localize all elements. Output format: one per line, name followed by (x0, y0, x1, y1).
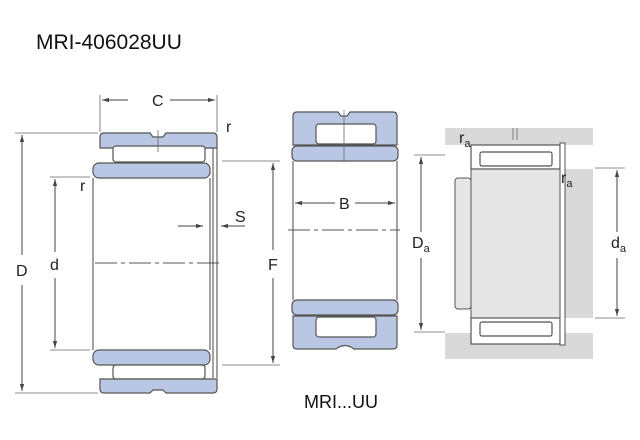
roller-top (479, 151, 553, 167)
dim-r-outer-label: r (226, 119, 232, 136)
dim-da-main: d (611, 235, 620, 252)
dim-C-label: C (152, 93, 164, 110)
middle-section-view: B (288, 110, 400, 350)
dim-F-label: F (268, 257, 278, 274)
dim-d-label: d (50, 257, 59, 274)
inner-ring-bottom (291, 299, 399, 316)
inner-ring-top (92, 162, 211, 179)
product-title: MRI-406028UU (36, 31, 182, 54)
inner-ring-bottom (92, 349, 211, 366)
dim-da-subscript: a (620, 243, 627, 255)
dim-da-label: da (611, 235, 627, 255)
dim-r-inner-label: r (80, 178, 86, 195)
outer-ring-bottom (99, 378, 218, 394)
series-caption: MRI...UU (304, 392, 378, 412)
roller-bottom (112, 364, 206, 380)
dim-ra-shaft-label: ra (561, 170, 573, 190)
dim-ra-shaft-subscript: a (566, 178, 573, 190)
dim-ra-housing-label: ra (459, 130, 471, 150)
dim-D-label: D (16, 263, 28, 280)
dim-ra-shaft-main: r (561, 170, 567, 187)
dim-ra-housing-main: r (459, 130, 465, 147)
roller-top (112, 145, 206, 163)
roller-bottom (315, 316, 377, 338)
shaft-shoulder (454, 177, 472, 310)
retaining-washer (559, 142, 566, 346)
roller-bottom (479, 321, 553, 337)
dim-B-label: B (339, 196, 350, 213)
right-mounting-view: Da da ra ra (412, 128, 627, 359)
inner-ring-top (291, 145, 399, 162)
housing-top (445, 128, 593, 145)
dim-S-label: S (235, 209, 246, 226)
dim-Da-label: Da (412, 235, 431, 255)
inner-ring-body (470, 168, 561, 319)
dim-Da-subscript: a (424, 243, 431, 255)
roller-top (315, 123, 377, 145)
left-section-view: C r r D d F S (15, 93, 280, 394)
dim-ra-housing-subscript: a (464, 138, 471, 150)
dim-Da-main: D (412, 235, 424, 252)
outer-ring-top (99, 132, 218, 149)
